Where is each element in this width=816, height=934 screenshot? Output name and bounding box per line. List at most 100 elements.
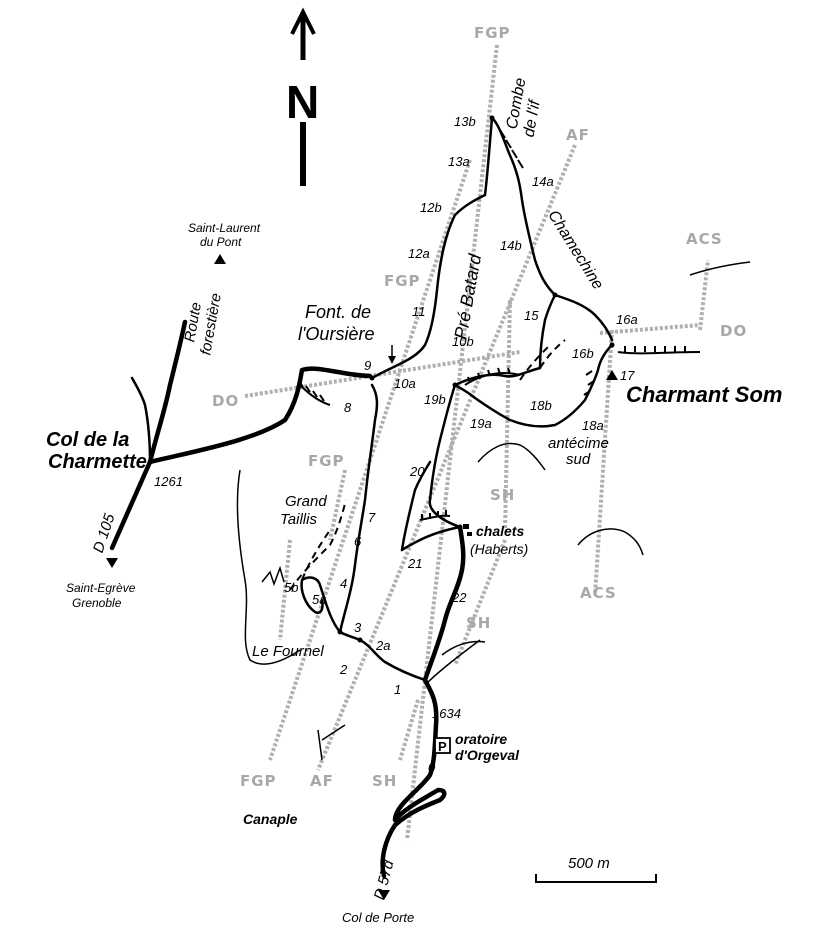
haberts-label: (Haberts) [470, 541, 528, 557]
trail-chamechine [553, 293, 614, 342]
grand-taillis-line2: Taillis [280, 511, 317, 528]
waypoint-16a: 16a [616, 312, 638, 327]
route-forestiere-label: Route forestière [180, 289, 225, 357]
waypoint-0: 0 [428, 760, 436, 775]
saint-laurent-line2: du Pont [200, 235, 242, 249]
waypoint-7: 7 [368, 510, 376, 525]
col-charmette-label: Col de la Charmette [46, 429, 147, 473]
waypoint-11: 11 [412, 304, 426, 319]
summit-icon [606, 370, 618, 380]
d105-label: D 105 [90, 511, 119, 555]
waypoint-14b: 14b [500, 238, 522, 253]
waypoint-2: 2 [339, 662, 348, 677]
d57d-arrow-icon [378, 890, 390, 900]
oratoire-line1: oratoire [455, 731, 507, 747]
waypoint-6: 6 [354, 534, 362, 549]
saint-laurent-arrow-icon [214, 254, 226, 264]
road-col-charmette-to-oursiere [147, 366, 373, 465]
north-label: N [286, 76, 319, 128]
oratoire-label: oratoire d'Orgeval [455, 731, 520, 763]
fgp-bottom-label: FGP [240, 772, 277, 790]
le-fournel-label: Le Fournel [252, 643, 324, 660]
trail-grand-taillis [338, 383, 379, 634]
waypoint-16b: 16b [572, 346, 594, 361]
canaple-label: Canaple [243, 811, 298, 827]
col-charmette-line2: Charmette [48, 451, 147, 473]
ridge-arcs [317, 261, 751, 761]
acs-bottom-label: ACS [580, 584, 617, 602]
trail-20-21 [400, 460, 432, 552]
antecime-line2: sud [566, 451, 591, 468]
waypoint-dots [337, 115, 615, 683]
font-oursiere-line1: Font. de [305, 302, 371, 322]
waypoint-8: 8 [344, 400, 352, 415]
af-bottom-label: AF [310, 772, 334, 790]
trails [300, 116, 614, 686]
saint-laurent-label: Saint-Laurent du Pont [188, 221, 263, 249]
road-branch-west [130, 376, 152, 464]
charmant-som-label: Charmant Som [626, 382, 782, 407]
saint-laurent-line1: Saint-Laurent [188, 221, 261, 235]
waypoint-4: 4 [340, 576, 347, 591]
waypoint-19b: 19b [424, 392, 446, 407]
svg-text:Route forestière: Route forestière [180, 289, 225, 357]
road-d105 [109, 459, 153, 551]
do-right-label: DO [720, 322, 747, 340]
waypoint-2a: 2a [375, 638, 390, 653]
fgp-top-label: FGP [474, 24, 511, 42]
col-porte-label: Col de Porte [342, 910, 414, 925]
af-top-label: AF [566, 126, 590, 144]
roads [109, 319, 466, 879]
grand-taillis-line1: Grand [285, 493, 327, 510]
oratoire-line2: d'Orgeval [455, 747, 520, 763]
col-charmette-line1: Col de la [46, 429, 129, 451]
trail-oratoire-chalets [424, 639, 481, 686]
fgp-mid-label: FGP [384, 272, 421, 290]
dashed-trails [289, 339, 566, 591]
antecime-label: antécime sud [548, 435, 613, 468]
waypoint-13a: 13a [448, 154, 470, 169]
route-forestiere-line1: Route [181, 301, 205, 343]
d105-arrow-icon [106, 558, 118, 568]
trail-descent-chalets [428, 383, 462, 529]
waypoint-5b: 5b [284, 580, 298, 595]
svg-text:Chamechine: Chamechine [544, 207, 606, 292]
trail-oursiere-north [370, 116, 494, 380]
altitude-1634: 1634 [432, 706, 461, 721]
pre-batard-label: Pré Batard [450, 252, 485, 341]
cliffs [236, 129, 701, 665]
waypoint-10b: 10b [452, 334, 474, 349]
chalets-label: chalets [476, 523, 524, 539]
svg-text:D 105: D 105 [90, 511, 119, 555]
waypoint-9: 9 [364, 358, 371, 373]
saint-egreve-line2: Grenoble [72, 596, 122, 610]
waypoint-15: 15 [524, 308, 539, 323]
col-charmette-altitude: 1261 [154, 474, 183, 489]
waypoint-3: 3 [354, 620, 362, 635]
acs-top-label: ACS [686, 230, 723, 248]
parking-label: P [438, 739, 447, 754]
chamechine-label: Chamechine [544, 207, 606, 292]
waypoint-18a: 18a [582, 418, 604, 433]
waypoint-18b: 18b [530, 398, 552, 413]
place-labels: Col de la Charmette 1261 Saint-Laurent d… [46, 72, 782, 925]
trail-combe-if [490, 116, 557, 297]
saint-egreve-label: Saint-Egrève Grenoble [66, 581, 139, 610]
combe-if-line2: de l'if [521, 98, 544, 139]
waypoint-21: 21 [407, 556, 422, 571]
trail-15-spur [538, 293, 557, 370]
waypoint-19a: 19a [470, 416, 492, 431]
svg-text:Combe de l'if: Combe de l'if [503, 72, 548, 138]
waypoint-22: 22 [451, 590, 467, 605]
waypoint-12b: 12b [420, 200, 442, 215]
do-left-label: DO [212, 392, 239, 410]
chalet-icon [463, 524, 469, 529]
font-oursiere-label: Font. de l'Oursière [298, 302, 376, 344]
waypoint-10a: 10a [394, 376, 416, 391]
font-oursiere-line2: l'Oursière [298, 324, 374, 344]
waypoint-17: 17 [620, 368, 635, 383]
north-arrow: N [286, 7, 319, 186]
scale-label: 500 m [568, 855, 610, 872]
waypoint-5a: 5a [312, 592, 326, 607]
